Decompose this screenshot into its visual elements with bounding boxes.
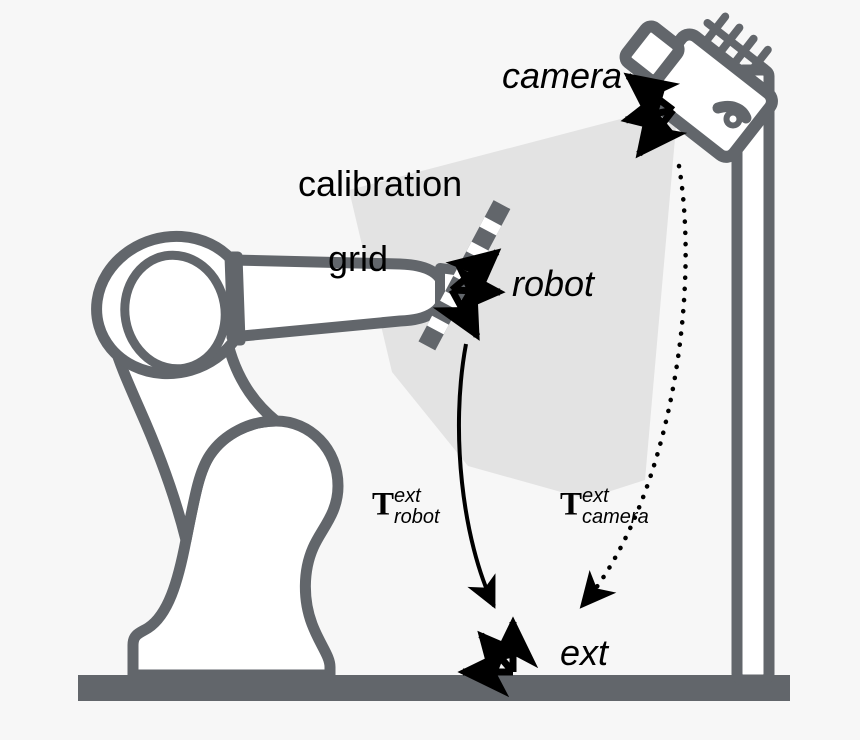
transform-camera-subscript: camera (582, 506, 649, 528)
calibration-grid-label-line2: grid (327, 238, 389, 280)
calibration-grid-label: calibration grid (258, 127, 462, 354)
camera-body (619, 12, 778, 163)
robot-elbow-bracket (224, 251, 246, 346)
camera-mount (712, 100, 752, 129)
transform-robot-base: T (372, 486, 395, 523)
camera-pole (731, 64, 775, 686)
camera-lens (619, 20, 685, 87)
camera-fov-cone (349, 104, 678, 499)
calibration-grid-label-line1: calibration (298, 162, 463, 204)
robot-shoulder-inner (120, 250, 230, 374)
camera-frame (620, 72, 688, 159)
ext-frame (457, 616, 539, 698)
robot-frame (432, 248, 506, 341)
robot-arm (91, 230, 477, 681)
transform-camera-base: T (560, 486, 583, 523)
ext-label: ext (560, 632, 609, 673)
transform-robot-subscript: robot (394, 506, 440, 528)
robot-label: robot (512, 263, 595, 304)
camera-label: camera (502, 55, 623, 96)
transform-arrow-camera (579, 163, 688, 609)
transform-camera-superscript: ext (582, 485, 609, 507)
transform-robot-superscript: ext (394, 485, 421, 507)
transform-arrow-robot (456, 343, 496, 609)
